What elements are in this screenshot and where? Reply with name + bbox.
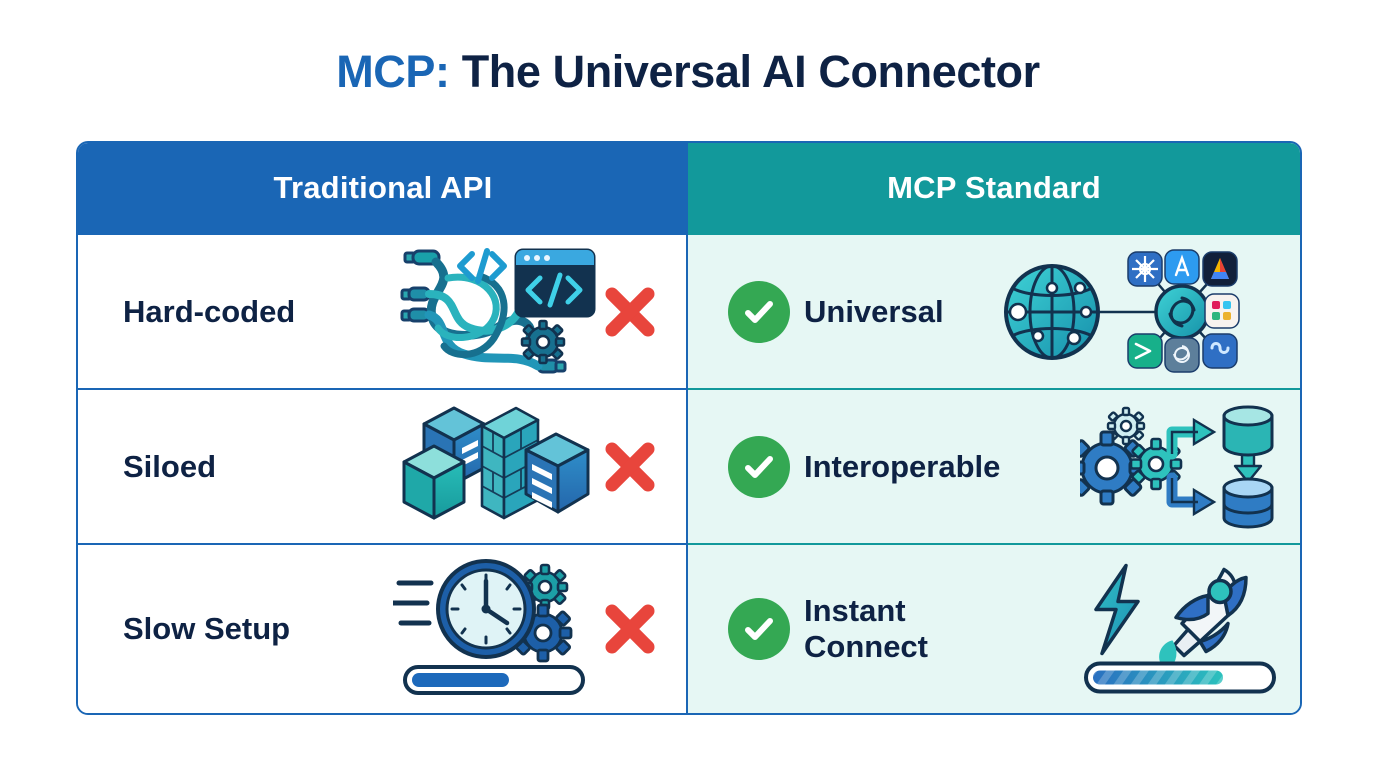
- table-row: Siloed: [78, 388, 688, 543]
- gears-arrows-databases-icon: [1080, 402, 1280, 532]
- page-title-accent: MCP:: [336, 46, 450, 97]
- row-label-interoperable: Interoperable: [804, 448, 1001, 484]
- lightning-rocket-progressbar-icon: [1080, 562, 1280, 697]
- table-row: Instant Connect: [688, 543, 1300, 713]
- table-row: Interoperable: [688, 388, 1300, 543]
- row-label-siloed: Siloed: [123, 448, 217, 484]
- clock-gears-progressbar-icon: [393, 559, 598, 699]
- red-cross-icon: [602, 601, 658, 657]
- table-row: Universal: [688, 233, 1300, 388]
- column-header-right-label: MCP Standard: [887, 170, 1101, 205]
- row-label-slow-setup: Slow Setup: [123, 611, 291, 647]
- green-check-icon: [728, 598, 790, 660]
- page-title: MCP: The Universal AI Connector: [0, 46, 1376, 98]
- tangled-cables-code-window-icon: [388, 242, 598, 382]
- column-header-left-label: Traditional API: [273, 170, 493, 205]
- green-check-icon: [728, 435, 790, 498]
- server-boxes-brick-wall-icon: [398, 402, 598, 532]
- green-check-icon: [728, 280, 790, 343]
- column-header-traditional-api: Traditional API: [78, 143, 688, 233]
- table-row: Slow Setup: [78, 543, 688, 713]
- column-header-mcp-standard: MCP Standard: [688, 143, 1300, 233]
- table-row: Hard-coded: [78, 233, 688, 388]
- row-label-universal: Universal: [804, 293, 944, 329]
- row-label-instant-connect: Instant Connect: [804, 593, 928, 664]
- red-cross-icon: [602, 284, 658, 340]
- comparison-table: Traditional API MCP Standard Hard-coded: [76, 141, 1302, 715]
- page-title-rest: The Universal AI Connector: [449, 46, 1040, 97]
- globe-network-hub-apps-icon: [1000, 242, 1280, 382]
- row-label-hard-coded: Hard-coded: [123, 293, 296, 329]
- red-cross-icon: [602, 439, 658, 495]
